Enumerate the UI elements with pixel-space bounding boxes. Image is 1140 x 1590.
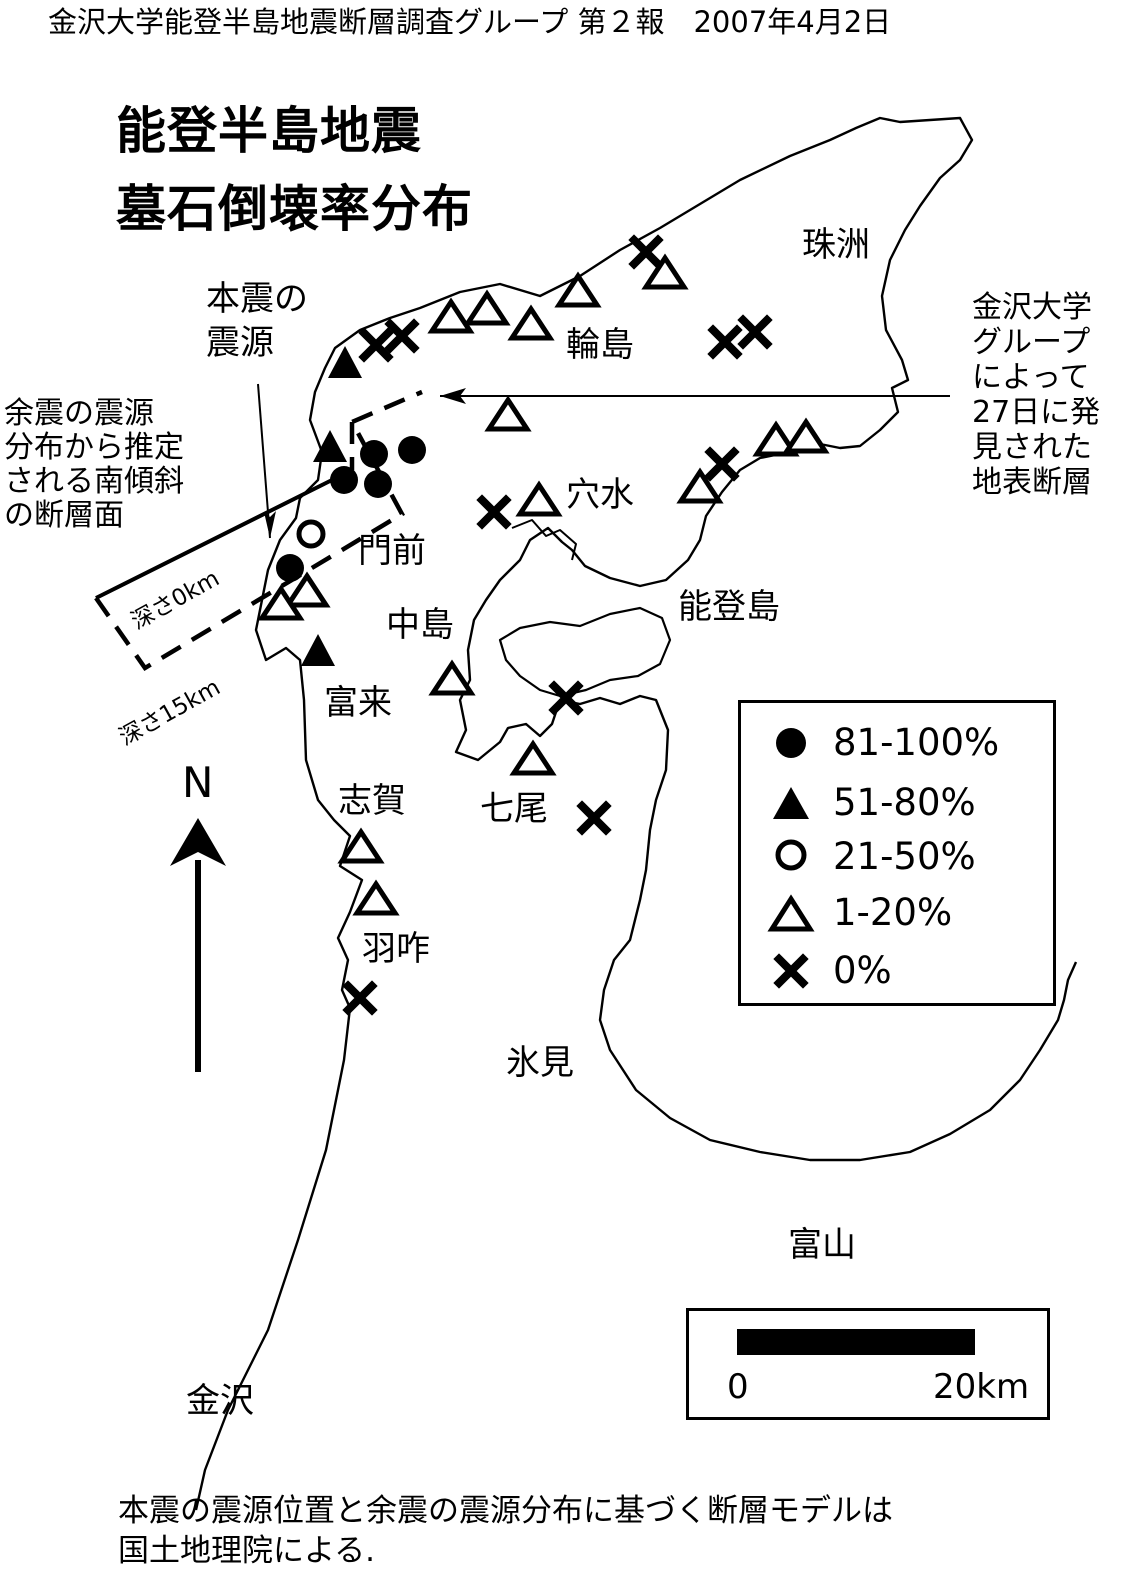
scale-box: 0 20km: [686, 1308, 1050, 1420]
marker-open-triangle: [463, 289, 511, 326]
marker-open-triangle: [554, 271, 602, 308]
marker-cross: [707, 324, 743, 360]
fault-plane-label-line1: 余震の震源: [4, 396, 154, 431]
legend-label-81-100: 81-100%: [833, 721, 1000, 764]
markers-1-20: [257, 253, 830, 916]
marker-cross: [737, 314, 773, 350]
marker-open-triangle: [428, 659, 476, 696]
marker-open-triangle: [509, 739, 557, 776]
surface-fault-label-line6: 地表断層: [972, 465, 1092, 500]
legend: 81-100% 51-80% 21-50% 1-20% 0%: [738, 700, 1056, 1006]
markers-81-100: [276, 436, 426, 582]
legend-label-1-20: 1-20%: [833, 891, 953, 934]
marker-open-triangle: [257, 584, 305, 621]
epicenter-label-line1: 本震の: [206, 279, 308, 319]
legend-markers: [767, 728, 815, 989]
markers-21-50: [296, 519, 326, 549]
place-hakui: 羽咋: [362, 929, 430, 969]
map-title-line2: 墓石倒壊率分布: [116, 180, 473, 238]
coastline-notojima: [498, 606, 672, 698]
marker-filled-circle: [364, 470, 392, 498]
fault-plane-label-line2: 分布から推定: [4, 430, 184, 465]
epicenter-label-line2: 震源: [206, 323, 274, 363]
marker-open-triangle: [782, 417, 830, 454]
place-nakajima: 中島: [386, 605, 454, 645]
marker-cross: [358, 327, 394, 363]
marker-filled-triangle: [313, 430, 347, 462]
marker-filled-circle: [330, 466, 358, 494]
marker-open-triangle: [352, 879, 400, 916]
marker-cross: [476, 494, 512, 530]
marker-open-triangle: [515, 480, 563, 517]
marker-filled-triangle: [301, 634, 335, 666]
place-nanao: 七尾: [480, 789, 548, 829]
place-kanazawa: 金沢: [186, 1381, 254, 1421]
legend-filled-circle-icon: [776, 728, 806, 758]
marker-cross: [384, 318, 420, 354]
fault-plane-label-line3: される南傾斜: [4, 464, 184, 499]
place-togi: 富来: [324, 683, 392, 723]
legend-open-triangle-icon: [767, 894, 815, 932]
place-monzen: 門前: [358, 531, 426, 571]
surface-fault-label-line2: グループ: [972, 325, 1091, 360]
place-suzu: 珠洲: [802, 225, 870, 265]
surface-fault-label-line1: 金沢大学: [972, 290, 1092, 325]
marker-filled-circle: [360, 440, 388, 468]
legend-open-circle-icon: [775, 839, 807, 871]
footnote-line2: 国土地理院による.: [118, 1533, 375, 1569]
legend-filled-triangle-icon: [773, 787, 809, 819]
north-arrow-icon: [170, 818, 226, 1072]
marker-open-triangle: [752, 420, 800, 457]
marker-open-triangle: [427, 297, 475, 334]
legend-label-0: 0%: [833, 949, 892, 992]
legend-label-51-80: 51-80%: [833, 781, 976, 824]
place-himi: 氷見: [506, 1043, 574, 1083]
north-label: N: [182, 758, 214, 807]
marker-open-triangle: [676, 467, 724, 504]
epicenter-arrow: [257, 383, 276, 539]
coastline-anamizu-bay: [511, 519, 577, 561]
marker-cross: [548, 680, 584, 716]
markers-51-80: [301, 346, 362, 666]
marker-filled-circle: [276, 554, 304, 582]
marker-open-circle: [296, 519, 326, 549]
report-header: 金沢大学能登半島地震断層調査グループ 第２報 2007年4月2日: [48, 5, 892, 39]
marker-cross: [576, 800, 612, 836]
surface-fault-label-line4: 27日に発: [972, 395, 1101, 430]
scale-end-label: 20km: [933, 1367, 1030, 1407]
surface-fault-arrow: [440, 388, 950, 404]
coastline-west: [194, 116, 1078, 1511]
marker-open-triangle: [337, 827, 385, 864]
marker-filled-circle: [398, 436, 426, 464]
scale-bar: [737, 1329, 975, 1355]
place-notojima: 能登島: [678, 587, 780, 627]
surface-fault-label-line5: 見された: [972, 430, 1092, 465]
marker-cross: [342, 980, 378, 1016]
place-anamizu: 穴水: [566, 475, 634, 515]
marker-open-triangle: [507, 304, 555, 341]
marker-filled-triangle: [328, 346, 362, 378]
place-wajima: 輪島: [566, 325, 634, 365]
marker-cross: [704, 446, 740, 482]
marker-open-triangle: [641, 253, 689, 290]
place-shika: 志賀: [338, 781, 406, 821]
marker-open-triangle: [484, 395, 532, 432]
fault-plane-dashed-outline: [94, 389, 423, 672]
footnote-line1: 本震の震源位置と余震の震源分布に基づく断層モデルは: [118, 1493, 893, 1529]
marker-open-triangle: [283, 571, 331, 608]
scale-start-label: 0: [727, 1367, 749, 1407]
map-title-line1: 能登半島地震: [116, 102, 422, 160]
markers-0: [342, 234, 773, 1016]
fault-plane-label-line4: の断層面: [4, 498, 124, 533]
fault-plane-top-edge: [95, 468, 353, 600]
legend-cross-icon: [773, 953, 809, 989]
legend-label-21-50: 21-50%: [833, 835, 976, 878]
place-toyama: 富山: [788, 1225, 856, 1265]
surface-fault-label-line3: によって: [972, 360, 1090, 395]
marker-cross: [628, 234, 664, 270]
